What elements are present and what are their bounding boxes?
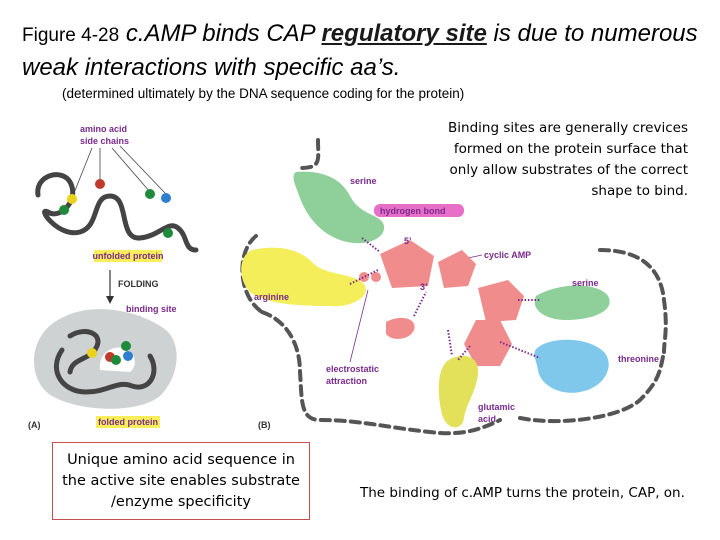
- hydrogen-bond-tag: [374, 204, 464, 217]
- glutamic-label-2: acid: [478, 414, 496, 424]
- serine-right-label: serine: [572, 278, 599, 288]
- specificity-box: Unique amino acid sequence in the active…: [52, 442, 310, 520]
- protein-backbone: [240, 138, 668, 436]
- electrostatic-pointer: [349, 289, 369, 363]
- cyclic-amp-label: cyclic AMP: [484, 250, 531, 260]
- panel-b-letter: (B): [258, 420, 271, 430]
- side-chain-green-2: [145, 189, 155, 199]
- serine-top-label: serine: [350, 176, 377, 186]
- panel-a: amino acid side chains unfolded protein …: [28, 124, 199, 430]
- panel-b: serine hydrogen bond arginine 5’ 3’ cycl…: [240, 138, 668, 436]
- camp-pyrimidine-ring: [464, 320, 512, 366]
- glutamic-label-1: glutamic: [478, 402, 515, 412]
- glutamic-acid-region: [438, 355, 479, 428]
- folded-chain-green-2: [121, 341, 131, 351]
- arginine-region: [241, 247, 366, 307]
- folded-chain: [54, 329, 157, 395]
- bridging-nh-region: [386, 317, 415, 339]
- slide-title: Figure 4-28 c.AMP binds CAP regulatory s…: [22, 18, 712, 84]
- electrostatic-label-1: electrostatic: [326, 364, 379, 374]
- unfolded-chain: [35, 172, 199, 253]
- three-prime-label: 3’: [420, 282, 428, 292]
- side-chain-green-1: [59, 205, 69, 215]
- title-keyword: regulatory site: [321, 20, 487, 47]
- hydrogen-bond-label: hydrogen bond: [380, 206, 446, 216]
- folded-tag: [96, 416, 160, 428]
- camp-sugar-ring: [438, 250, 476, 288]
- serine-right-region: [534, 285, 610, 320]
- electrostatic-plus: [359, 272, 369, 282]
- panel-a-letter: (A): [28, 420, 41, 430]
- five-prime-label: 5’: [404, 236, 412, 246]
- title-text-post: is due to numerous weak interactions wit…: [22, 20, 698, 81]
- folded-chain-blue: [123, 351, 133, 361]
- side-chain-blue: [161, 193, 171, 203]
- figure-label: Figure 4-28: [22, 25, 120, 46]
- side-chains-label-2: side chains: [80, 136, 129, 146]
- folded-chain-yellow: [87, 348, 97, 358]
- binding-site-callout: Binding sites are generally crevices for…: [448, 120, 688, 199]
- serine-top-region: [293, 171, 385, 244]
- side-chains-label-1: amino acid: [80, 124, 127, 134]
- electrostatic-label-2: attraction: [326, 376, 367, 386]
- folded-chain-green-1: [111, 355, 121, 365]
- hydrogen-bonds: [349, 237, 541, 361]
- threonine-region: [534, 339, 609, 393]
- side-chain-pointers: [71, 145, 167, 199]
- title-text-pre: c.AMP binds CAP: [125, 20, 322, 47]
- folding-arrowhead: [106, 296, 114, 304]
- subnote: (determined ultimately by the DNA sequen…: [62, 86, 465, 101]
- camp-imidazole-ring: [478, 280, 524, 322]
- binding-site-label: binding site: [126, 304, 177, 314]
- unfolded-tag: [94, 250, 162, 262]
- unfolded-label: unfolded protein: [93, 251, 164, 261]
- threonine-label: threonine: [618, 354, 659, 364]
- folding-label: FOLDING: [118, 279, 159, 289]
- side-chain-red: [95, 179, 105, 189]
- side-chain-yellow: [67, 194, 77, 204]
- folded-label: folded protein: [98, 417, 158, 427]
- arginine-label: arginine: [254, 292, 289, 302]
- side-chain-green-3: [163, 228, 173, 238]
- camp-ribose-ring: [380, 240, 434, 288]
- electrostatic-minus: [371, 272, 381, 282]
- camp-activation-note: The binding of c.AMP turns the protein, …: [360, 485, 685, 501]
- cyclic-amp-pointer: [467, 254, 483, 259]
